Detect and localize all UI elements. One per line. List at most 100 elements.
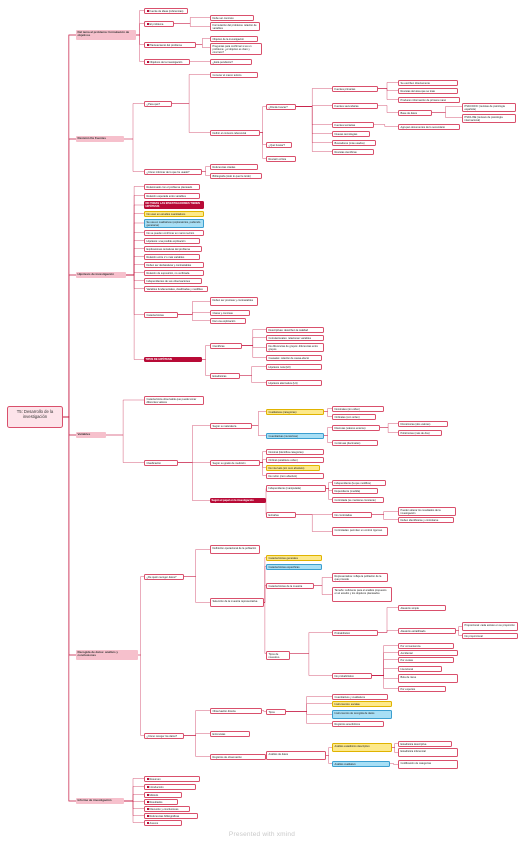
topic-tipos[interactable]: Tipos [266, 709, 286, 716]
topic-no-usan-en-estudios-cuantitativos[interactable]: No usan en estudios cuantitativos [144, 211, 204, 218]
topic-bibliografia-todo-lo-que-he-leido[interactable]: Bibliografía (todo lo que he leído) [210, 173, 262, 180]
topic-tipos-de-hipotesis[interactable]: TIPOS DE HIPÓTESIS [144, 357, 202, 362]
topic-deben-ser-declarativas-y-contrastables[interactable]: Deben ser declarativas y contrastables [144, 262, 204, 269]
topic-estadistica-inferencial[interactable]: Estadística inferencial [398, 748, 458, 757]
topic-formulacion-del-problema-relacion-de-var[interactable]: Formulación del problema: relación de va… [210, 22, 260, 32]
topic-agrupan-documentos-de-lo-secundario[interactable]: Agrupan documentos de lo secundario [398, 124, 460, 131]
topic-referencias-bibliograficas[interactable]: Referencias bibliográficas [144, 813, 198, 820]
topic-que-buscar[interactable]: ¿Qué buscar? [266, 142, 292, 149]
topic-referencias-citadas[interactable]: Referencias citadas [210, 164, 258, 171]
topic-introduccion[interactable]: Introducción [144, 784, 196, 791]
topic-claras-y-concisas[interactable]: Claras y concisas [210, 310, 250, 317]
branch-sources[interactable]: Revisión De Fuentes [76, 136, 124, 142]
topic-fuentes-terciarias[interactable]: Fuentes terciarias [332, 122, 374, 129]
topic-esta-pendiente[interactable]: ¿Está pendiente? [210, 59, 252, 66]
topic-observacion-directa[interactable]: Observación directa [210, 708, 262, 715]
topic-fuentes-primarias[interactable]: Fuentes primarias [332, 86, 378, 93]
topic-revision-critica[interactable]: Revisión crítica [266, 156, 296, 163]
topic-entrevistas[interactable]: Entrevistas [210, 731, 250, 738]
topic-base-de-datos[interactable]: Base de datos [398, 110, 432, 117]
topic-caracteristicas-especificas[interactable]: Características específicas [266, 564, 322, 571]
topic-politomicas-mas-de-dos[interactable]: Politómicas (más de dos) [398, 430, 442, 437]
topic-estadisticas[interactable]: Estadísticas [210, 373, 240, 380]
topic-tamano-suficiente-para-el-analisis-propu[interactable]: Tamaño: suficiente para el análisis prop… [332, 587, 392, 602]
topic-codificacion-de-categorias[interactable]: Codificación de categorías [398, 760, 458, 769]
topic-caracteristicas-generales[interactable]: Características generales [266, 555, 322, 562]
topic-relacion-entre-2-o-mas-variables[interactable]: Relación entre 2 o más variables [144, 254, 200, 261]
topic-debe-ser-concreto[interactable]: Debe ser concreto [210, 15, 254, 22]
topic-causales-relacion-de-causa-efecto[interactable]: Causales: relación de causa-efecto [266, 355, 322, 362]
topic-resumen[interactable]: Resumen [144, 776, 200, 783]
topic-planteamiento-del-problema[interactable]: Planteamiento del problema [144, 42, 196, 49]
topic-hipotesis-nula-h0[interactable]: Hipótesis nula (H0) [266, 364, 322, 371]
topic-cientificas[interactable]: Científicas [210, 343, 242, 350]
topic-fuente-de-ideas-referencias[interactable]: Fuente de ideas (referencias) [144, 8, 188, 15]
topic-cuantitativas-numericas[interactable]: Cuantitativas (numéricas) [266, 433, 324, 440]
topic-analisis-de-datos[interactable]: Análisis de datos [266, 751, 326, 760]
topic-nuevas-tecnologias[interactable]: Nuevas tecnologías [332, 131, 370, 138]
topic-intencional[interactable]: Intencional [398, 666, 442, 673]
topic-no-probabilistico[interactable]: No probabilístico [332, 673, 372, 680]
branch-data-collection[interactable]: Recogida de datos: análisis y conclusion… [76, 650, 138, 660]
topic-registros-de-observacion[interactable]: Registros de observación [210, 754, 266, 761]
topic-bola-de-nieve[interactable]: Bola de nieve [398, 674, 458, 683]
topic-explicaciones-tentativas-del-problema[interactable]: Explicaciones tentativas del problema [144, 246, 202, 253]
topic-no-controladas[interactable]: No controladas [332, 512, 372, 519]
topic-de-razon-cero-absoluto[interactable]: De razón (cero absoluto) [266, 473, 324, 480]
topic-estadistica-descriptiva[interactable]: Estadística descriptiva [398, 741, 452, 748]
topic-discusion-y-conclusiones[interactable]: Discusión y conclusiones [144, 806, 190, 813]
topic-discretas-valores-enteros[interactable]: Discretas (valores enteros) [332, 425, 380, 432]
topic-relacionado-con-el-problema-planteado[interactable]: Relacionado con el problema planteado [144, 184, 200, 191]
topic-segun-su-grado-de-medicion[interactable]: Según su grado de medición [210, 460, 260, 467]
topic-no-se-pueden-confirmar-en-marco-teorico[interactable]: No se pueden confirmar en marco teórico [144, 230, 204, 237]
topic-descriptivas-describen-la-realidad[interactable]: Descriptivas: describen la realidad [266, 327, 324, 334]
topic-relacion-de-suposicion-no-verificada[interactable]: Relación de suposición, no verificada [144, 270, 204, 277]
topic-pueden-alterar-los-resultados-de-la-inve[interactable]: Pueden alterar los resultados de la inve… [398, 507, 456, 517]
topic-hipotesis-una-posible-explicacion[interactable]: Hipótesis: una posible explicación [144, 238, 200, 245]
topic-buscadores-mas-usados[interactable]: Buscadores (más usados) [332, 140, 376, 147]
topic-independientes-de-sus-observaciones[interactable]: Independientes de sus observaciones [144, 278, 202, 285]
topic-caracteristica-observable-que-puede-toma[interactable]: Característica observable que puede toma… [144, 396, 204, 406]
topic-por-conveniencia[interactable]: Por conveniencia [398, 643, 454, 650]
topic-psicodoc-revistas-de-psicologia-espanola[interactable]: PSICODOC (revistas de psicología español… [462, 103, 516, 113]
topic-dar-una-explicacion[interactable]: Dar una explicación [210, 318, 246, 325]
topic-independiente-la-que-modifica[interactable]: Independiente (la que modifica) [332, 480, 386, 487]
topic-no-proporcional[interactable]: No proporcional [462, 633, 518, 640]
topic-anexos[interactable]: Anexos [144, 820, 182, 827]
topic-se-escriben-directamente[interactable]: Se escriben directamente [398, 80, 458, 87]
topic-conocer-el-marco-teorico[interactable]: Conocer el marco teórico [210, 72, 258, 79]
topic-definicion-operacional-de-la-poblacion[interactable]: Definición operacional de la población [210, 545, 260, 554]
topic-aleatorio-estratificado[interactable]: Aleatorio estratificado [398, 628, 456, 635]
branch-objectives[interactable]: Del tema al problema: formulación de obj… [76, 30, 136, 40]
topic-ordinal-establece-orden[interactable]: Ordinal (establece orden) [266, 457, 324, 464]
topic-controladas-permiten-un-control-riguroso[interactable]: Controladas: permiten un control riguros… [332, 527, 388, 536]
topic-ordinales-con-orden[interactable]: Ordinales (con orden) [332, 414, 376, 421]
topic-instrumentos-de-recogida-de-datos[interactable]: Instrumentos de recogida de datos [332, 710, 392, 719]
topic-psicline-reviews-de-psicologia-internaci[interactable]: PSICLINE (reviews de psicología internac… [462, 114, 516, 124]
topic-cualitativas-categorias[interactable]: Cualitativas (categorías) [266, 409, 324, 416]
topic-correlacionales-relacionan-variables[interactable]: Correlacionales: relacionan variables [266, 335, 324, 342]
topic-no-todas-las-investigaciones-tienen-hipo[interactable]: NO TODAS LAS INVESTIGACIONES TIENEN HIPÓ… [144, 201, 204, 209]
topic-caracteristicas[interactable]: Características [144, 312, 178, 319]
topic-fuentes-secundarias[interactable]: Fuentes secundarias [332, 103, 378, 110]
topic-el-problema[interactable]: El problema [144, 21, 174, 28]
topic-cuantitativos-y-cualitativos[interactable]: Cuantitativos y cualitativos [332, 694, 388, 701]
branch-report[interactable]: Informe de investigación [76, 798, 124, 804]
topic-dicotomicas-dos-valores[interactable]: Dicotómicas (dos valores) [398, 421, 448, 428]
topic-preguntas-para-confirmar-si-es-un-proble[interactable]: Preguntas para confirmar si es un proble… [210, 43, 262, 56]
topic-para-que[interactable]: ¿Para qué? [144, 101, 172, 108]
topic-hipotesis-alternativa-h1[interactable]: Hipótesis alternativa (H1) [266, 380, 322, 387]
topic-independiente-manipulada[interactable]: Independiente (manipulada) [266, 485, 326, 492]
topic-por-expertos[interactable]: Por expertos [398, 686, 446, 693]
topic-controlada-se-mantiene-constante[interactable]: Controlada (se mantiene constante) [332, 497, 384, 504]
topic-revistas-cientificas[interactable]: Revistas científicas [332, 149, 374, 156]
topic-representativa-refleja-la-poblacion-de-l[interactable]: Representativa: refleja la población de … [332, 573, 388, 583]
topic-caracteristicas-de-la-muestra[interactable]: Características de la muestra [266, 583, 314, 590]
topic-extranas[interactable]: Extrañas [266, 512, 296, 519]
topic-objetivos-de-la-investigacion[interactable]: Objetivos de la investigación [144, 59, 190, 66]
topic-seleccion-de-la-muestra-representativa[interactable]: Selección de la muestra representativa [210, 598, 264, 607]
topic-nominales-sin-orden[interactable]: Nominales (sin orden) [332, 406, 384, 413]
topic-nominal-identifica-categorias[interactable]: Nominal (identifica categorías) [266, 449, 324, 456]
topic-deben-ser-precisas-y-contrastables[interactable]: Deben ser precisas y contrastables [210, 297, 258, 306]
branch-variables[interactable]: Variables [76, 432, 106, 438]
